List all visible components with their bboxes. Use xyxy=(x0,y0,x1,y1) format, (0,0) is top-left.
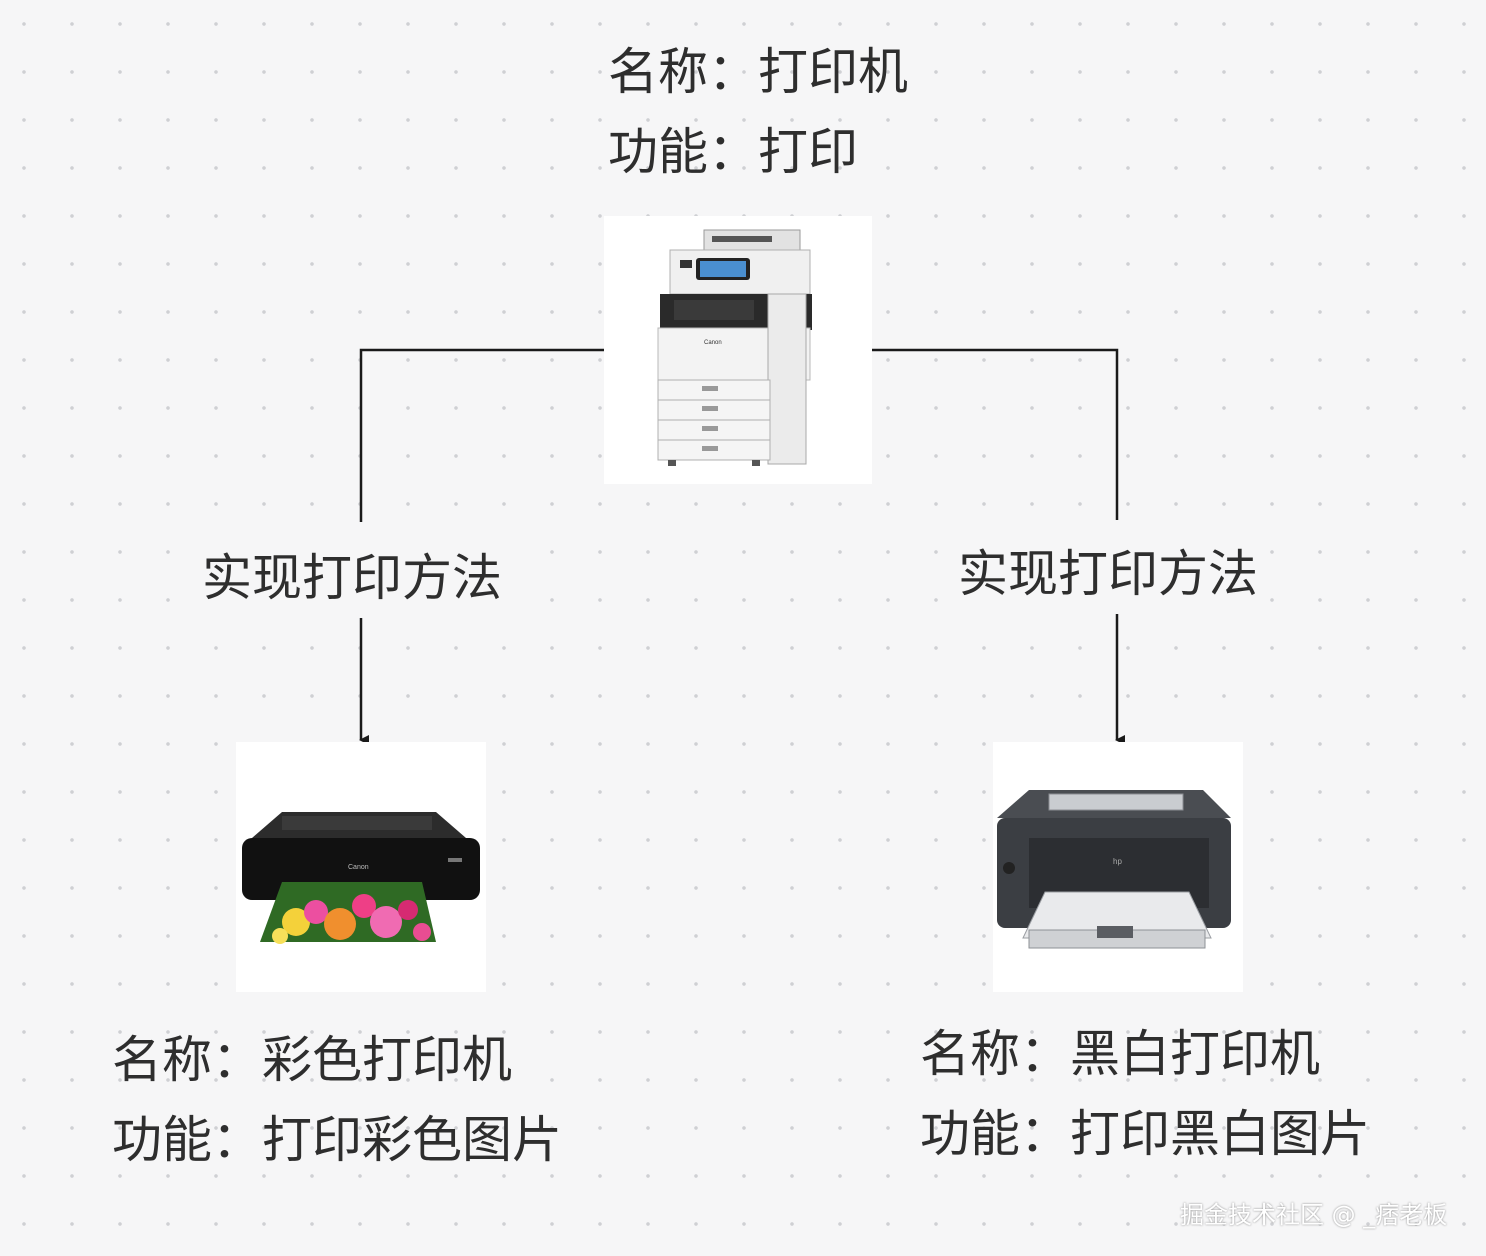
watermark: 掘金技术社区 @ _痞老板 xyxy=(1180,1201,1448,1229)
multifunction-printer-icon: Canon xyxy=(657,229,812,466)
right-func-key: 功能 xyxy=(920,1105,1070,1163)
top-func-line: 功能打印 xyxy=(608,112,908,192)
mono-laser-printer-icon: hp xyxy=(997,790,1231,949)
right-func-value: 打印黑白图片 xyxy=(1070,1105,1370,1163)
top-name-line: 名称打印机 xyxy=(608,32,908,112)
edge-right-upper xyxy=(872,348,1119,520)
left-func-key: 功能 xyxy=(112,1111,262,1169)
left-name-key: 名称 xyxy=(112,1031,262,1089)
left-name-line: 名称彩色打印机 xyxy=(112,1020,562,1100)
edge-label-right: 实现打印方法 xyxy=(952,534,1264,606)
top-name-key: 名称 xyxy=(608,43,758,101)
right-name-value: 黑白打印机 xyxy=(1070,1025,1320,1083)
top-func-key: 功能 xyxy=(608,123,758,181)
edge-left-upper xyxy=(359,348,604,522)
left-printer-brand: Canon xyxy=(348,864,369,871)
left-node-labels: 名称彩色打印机 功能打印彩色图片 xyxy=(112,1020,562,1180)
edge-label-left: 实现打印方法 xyxy=(196,538,508,610)
right-func-line: 功能打印黑白图片 xyxy=(920,1094,1370,1174)
top-printer-image: Canon xyxy=(604,216,872,484)
left-func-value: 打印彩色图片 xyxy=(262,1111,562,1169)
right-printer-brand: hp xyxy=(1113,857,1122,866)
top-node-labels: 名称打印机 功能打印 xyxy=(608,32,908,192)
left-func-line: 功能打印彩色图片 xyxy=(112,1100,562,1180)
left-name-value: 彩色打印机 xyxy=(262,1031,512,1089)
right-name-key: 名称 xyxy=(920,1025,1070,1083)
top-func-value: 打印 xyxy=(758,123,858,181)
color-printer-icon: Canon xyxy=(242,812,480,944)
right-node-labels: 名称黑白打印机 功能打印黑白图片 xyxy=(920,1014,1370,1174)
top-printer-brand: Canon xyxy=(704,340,722,346)
right-printer-image: hp xyxy=(993,742,1243,992)
right-name-line: 名称黑白打印机 xyxy=(920,1014,1370,1094)
top-name-value: 打印机 xyxy=(758,43,908,101)
left-printer-image: Canon xyxy=(236,742,486,992)
